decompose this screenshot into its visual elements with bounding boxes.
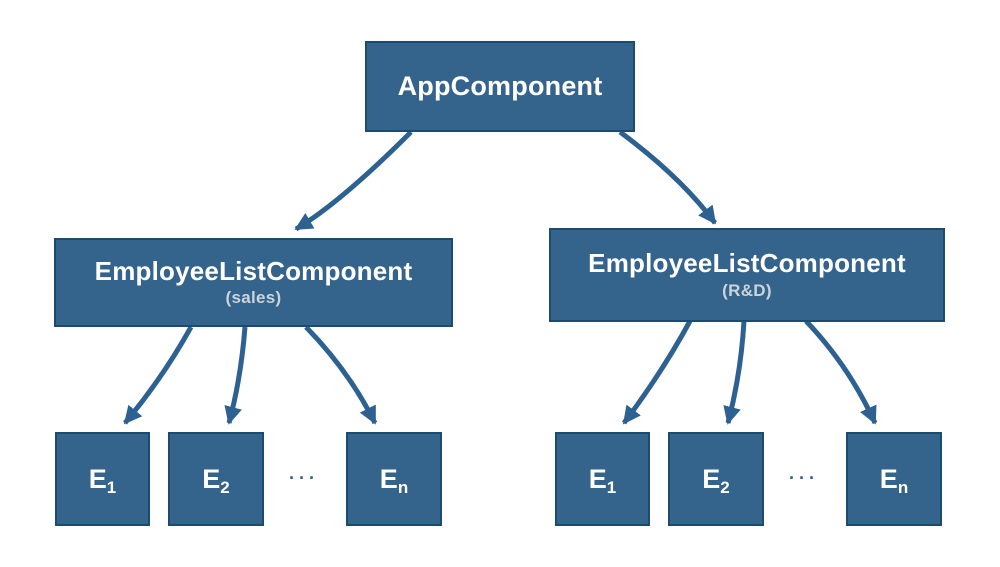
employee-base: E	[702, 463, 721, 494]
employee-label: En	[379, 463, 409, 497]
employee-base: E	[88, 463, 107, 494]
employee-sub: n	[897, 477, 909, 497]
node-employee-list-sales: EmployeeListComponent (sales)	[54, 238, 453, 327]
employee-label: E2	[702, 463, 730, 497]
node-sales-employee-2: E2	[168, 432, 264, 526]
arrow-sales-to-e2	[224, 326, 248, 425]
arrow-sales-to-en	[304, 325, 378, 425]
arrow-rd-to-e2	[723, 320, 747, 425]
ellipsis-sales: ···	[289, 468, 319, 488]
node-employee-list-rd: EmployeeListComponent (R&D)	[549, 228, 945, 322]
arrow-sales-to-e1	[123, 325, 194, 425]
employee-base: E	[379, 463, 398, 494]
node-rd-employee-n: En	[846, 432, 942, 526]
node-rd-subtitle: (R&D)	[722, 280, 772, 300]
arrow-app-to-rd	[618, 129, 718, 225]
employee-label: E2	[202, 463, 230, 497]
employee-label: En	[879, 463, 909, 497]
employee-sub: 1	[106, 477, 117, 497]
node-app-component: AppComponent	[365, 41, 635, 132]
employee-base: E	[879, 463, 898, 494]
employee-sub: n	[397, 477, 409, 497]
node-sales-title: EmployeeListComponent	[94, 255, 413, 286]
node-sales-subtitle: (sales)	[225, 288, 282, 308]
employee-sub: 1	[606, 477, 617, 497]
node-sales-employee-n: En	[346, 432, 442, 526]
employee-sub: 2	[720, 477, 730, 497]
arrow-rd-to-en	[804, 319, 878, 425]
employee-base: E	[202, 463, 221, 494]
node-app-label: AppComponent	[397, 70, 603, 101]
node-sales-employee-1: E1	[55, 432, 150, 526]
employee-base: E	[588, 463, 607, 494]
employee-label: E1	[588, 463, 617, 497]
employee-sub: 2	[220, 477, 230, 497]
node-rd-employee-2: E2	[668, 432, 764, 526]
node-rd-employee-1: E1	[555, 432, 650, 526]
ellipsis-rd: ···	[789, 468, 819, 488]
employee-label: E1	[88, 463, 117, 497]
arrow-rd-to-e1	[621, 319, 693, 425]
arrow-app-to-sales	[294, 130, 413, 232]
node-rd-title: EmployeeListComponent	[588, 248, 906, 279]
